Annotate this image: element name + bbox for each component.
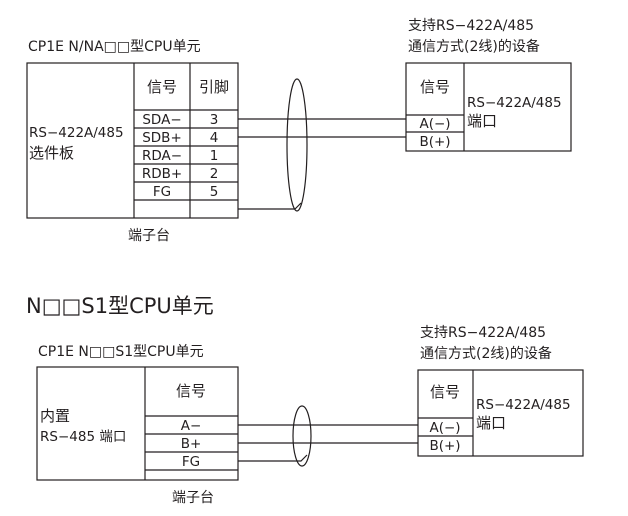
- d1-pin-1: 3: [210, 112, 219, 128]
- d2-device-signal-b: B(+): [429, 438, 460, 454]
- d2-device-title-line2: 通信方式(2线)的设备: [420, 345, 552, 362]
- d2-unit-box: [36, 366, 239, 481]
- d1-pin-3: 1: [210, 148, 219, 164]
- d2-unit-title: CP1E N□□S1型CPU单元: [38, 344, 204, 360]
- d1-pin-4: 2: [210, 166, 219, 182]
- d2-device-title-line1: 支持RS−422A/485: [420, 325, 546, 341]
- section2-heading: N□□S1型CPU单元: [26, 294, 214, 318]
- d1-signal-3: RDA−: [142, 148, 182, 164]
- d2-terminal-block-label: 端子台: [172, 490, 214, 506]
- d1-signal-5: FG: [153, 184, 171, 200]
- d1-device-title-line2: 通信方式(2线)的设备: [408, 38, 540, 55]
- d1-device-signal-a: A(−): [419, 116, 450, 132]
- d1-device-header-signal: 信号: [420, 78, 450, 96]
- d1-device-title-line1: 支持RS−422A/485: [408, 18, 534, 34]
- d2-cable-shield: [292, 405, 312, 467]
- d2-device-box: [417, 369, 584, 457]
- d1-terminal-block-label: 端子台: [128, 228, 170, 244]
- d1-device-signal-b: B(+): [419, 134, 450, 150]
- d1-device-port-line2: 端口: [467, 112, 497, 130]
- d1-signal-2: SDB+: [142, 130, 182, 146]
- d2-signal-2: B+: [181, 436, 202, 452]
- d1-unit-title: CP1E N/NA□□型CPU单元: [28, 39, 201, 55]
- diagram-2: CP1E N□□S1型CPU单元 信号 A− B+ FG 内置 RS−485 端…: [36, 325, 584, 506]
- d1-board-label-line1: RS−422A/485: [29, 125, 124, 141]
- d1-wire-fg: [238, 202, 302, 210]
- d1-header-pin: 引脚: [199, 78, 229, 96]
- d2-port-label-line1: 内置: [40, 407, 70, 425]
- d1-signal-1: SDA−: [142, 112, 181, 128]
- d1-pin-5: 5: [210, 184, 219, 200]
- d2-device-header-signal: 信号: [430, 383, 460, 401]
- d1-board-label-line2: 选件板: [29, 144, 74, 162]
- d1-device-box: [405, 62, 572, 152]
- d1-pin-2: 4: [210, 130, 219, 146]
- d1-header-signal: 信号: [147, 78, 177, 96]
- d1-signal-4: RDB+: [142, 166, 182, 182]
- d2-header-signal: 信号: [176, 382, 206, 400]
- d2-device-port-line1: RS−422A/485: [476, 397, 571, 413]
- d2-signal-3: FG: [182, 454, 200, 470]
- d2-signal-1: A−: [181, 418, 202, 434]
- d2-device-signal-a: A(−): [429, 420, 460, 436]
- diagram-1: CP1E N/NA□□型CPU单元 信号 引脚 SDA− 3 SDB+ 4 RD…: [26, 18, 572, 244]
- d1-device-port-line1: RS−422A/485: [467, 95, 562, 111]
- d1-unit-box: [26, 62, 239, 219]
- d2-port-label-line2: RS−485 端口: [40, 429, 126, 445]
- d1-cable-shield: [286, 78, 308, 212]
- d2-wire-fg: [238, 454, 308, 462]
- d2-device-port-line2: 端口: [476, 414, 506, 432]
